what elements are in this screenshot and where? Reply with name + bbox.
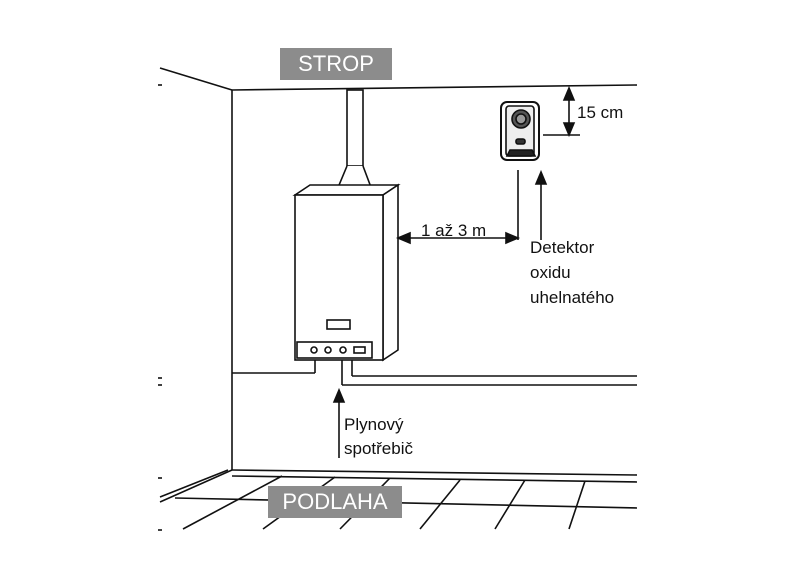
- detector-label-line3: uhelnatého: [530, 288, 615, 307]
- gas-boiler: [292, 183, 401, 362]
- distance-ceiling-label: 15 cm: [577, 103, 624, 122]
- detector-label-line2: oxidu: [530, 263, 571, 282]
- flue-pipe: [335, 89, 374, 195]
- measurement-arrows: [332, 85, 580, 458]
- floor-label: PODLAHA: [268, 486, 402, 518]
- boiler-display: [326, 319, 351, 330]
- detector-label-line1: Detektor: [530, 238, 595, 257]
- boiler-control-panel: [296, 341, 373, 359]
- co-detector: [500, 101, 540, 161]
- room-walls: [158, 67, 638, 531]
- appliance-label-line1: Plynový: [344, 415, 404, 434]
- distance-appliance-label: 1 až 3 m: [421, 221, 487, 240]
- pipes: [232, 360, 637, 386]
- ceiling-label: STROP: [280, 48, 392, 80]
- appliance-label-line2: spotřebič: [344, 439, 413, 458]
